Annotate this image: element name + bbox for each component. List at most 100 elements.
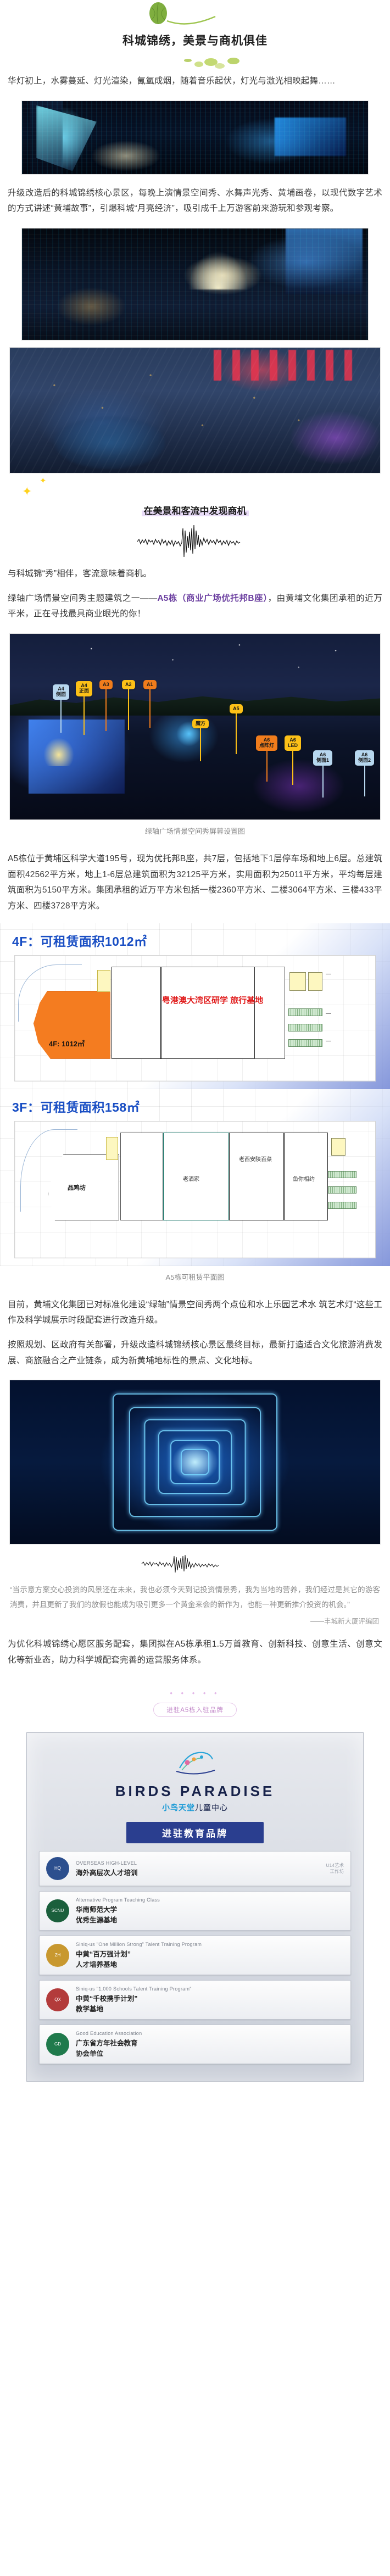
sparkle-icon-2: ✦ (40, 476, 47, 486)
brand-name-cn: 小鸟天堂儿童中心 (35, 1800, 355, 1813)
tunnel-ring-2 (129, 1407, 261, 1518)
screen-marker-label: A6 LED (288, 737, 298, 749)
screen-marker-label: 魔方 (196, 721, 206, 727)
screen-marker-label: A4 正面 (79, 683, 90, 694)
screen-marker-pin: A1 (143, 680, 157, 728)
plan-caption: A5栋可租赁平面图 (165, 1273, 225, 1281)
section3-paragraph-2: 按照规划、区政府有关部署，升级改造科城锦绣核心景区最终目标，最新打造适合文化旅游… (8, 1340, 382, 1365)
building-info-paragraph: A5栋位于黄埔区科学大道195号，现为优托邦B座，共7层，包括地下1层停车场和地… (8, 854, 382, 911)
section2-heading: 在美景和客流中发现商机 (0, 503, 390, 517)
tunnel-ring-3 (144, 1419, 246, 1506)
rentable-area-4f-label: 4F: 1012㎡ (49, 1039, 85, 1048)
room-block-yuni (284, 1132, 328, 1220)
room-label-3: 鱼你相约 (293, 1176, 315, 1183)
stairs-2 (288, 1023, 322, 1031)
brand-plate-logo-icon: GD (46, 2033, 69, 2056)
elevator-core-1 (106, 1136, 118, 1160)
screen-marker-label: A2 (125, 682, 132, 688)
floorplan-3f-block: 3F：可租赁面积158㎡ 品鸡坊 老酒家 老西安陕百菜 鱼你相约 (0, 1089, 390, 1266)
brand-pill: 进驻A5栋入驻品牌 (153, 1703, 237, 1718)
stairs-1 (328, 1170, 356, 1178)
brand-plate-logo-icon: ZH (46, 1944, 69, 1967)
screen-marker-label: A4 侧面 (56, 686, 66, 698)
brand-plate-title: 华南师范大学 优秀生源基地 (76, 1906, 118, 1925)
screen-marker-label: A5 (233, 706, 239, 712)
brand-plate-subtitle: Alternative Program Teaching Class (76, 1897, 160, 1903)
marker-stem (266, 750, 268, 782)
tunnel-ring-4 (158, 1430, 232, 1495)
bird-nest-icon (176, 1752, 215, 1775)
s2-p2-after: ，由黄埔文化集团承租的近万平米，正在寻找最具商业眼光的你！ (8, 593, 382, 619)
screen-marker-pin: A6 侧面2 (355, 750, 375, 796)
floorplan-3f-canvas: 品鸡坊 老酒家 老西安陕百菜 鱼你相约 (14, 1120, 376, 1258)
marker-stem (292, 750, 293, 785)
section3-paragraph-1: 目前，黄埔文化集团已对标准化建设“绿轴”情景空间秀两个点位和水上乐园艺术水­ 筑… (8, 1300, 382, 1325)
section2-paragraph-1: 与科城锦“秀”相伴，客流意味着商机。 (8, 569, 152, 579)
stairs-1 (288, 1008, 322, 1016)
brand-plate-subtitle: Good Education Association (76, 2031, 142, 2037)
lotus-light-shape (43, 738, 74, 767)
sparkle-icon-1: ✦ (22, 484, 32, 499)
brand-plate-title: 中黄“千校携手计划” 教学基地 (76, 1995, 138, 2014)
brand-name-cn-suffix: 儿童中心 (195, 1803, 228, 1813)
screen-marker-label: A1 (147, 682, 153, 688)
room-pinjifang-label: 品鸡坊 (68, 1184, 86, 1191)
brand-plate-text: Alternative Program Teaching Class 华南师范大学… (76, 1897, 344, 1925)
elevator-core-2 (289, 972, 306, 991)
screen-marker-pin: A6 点阵灯 (256, 735, 278, 782)
section2-heading-text: 在美景和客流中发现商机 (141, 506, 249, 517)
floorplan-4f-canvas: 4F: 1012㎡ 粤港澳大湾区研学 旅行基地 — — — (14, 955, 376, 1081)
leaf-decoration-bottom (0, 48, 390, 74)
leaf-decoration-top (0, 0, 390, 32)
led-facade (275, 117, 346, 156)
stairs-3 (328, 1201, 356, 1209)
brand-name-cn-prefix: 小鸟天堂 (162, 1803, 195, 1813)
audio-waveform-small-icon (141, 1555, 219, 1573)
elevator-core-2 (331, 1138, 346, 1156)
section2-paragraph-2: 绿轴广场情景空间秀主题建筑之一——A5栋（商业广场优托邦B座），由黄埔文化集团承… (0, 591, 390, 622)
lake-shape (54, 416, 166, 470)
floorplan-4f-block: 4F：可租赁面积1012㎡ 4F: 1012㎡ 粤港澳大湾区研学 旅行基地 — … (0, 923, 390, 1089)
screen-marker-pin: A6 侧面1 (313, 750, 333, 798)
sparkle-decoration: ✦ ✦ (0, 473, 390, 503)
screen-marker-label: A6 侧面1 (316, 752, 330, 763)
brand-plate-logo-icon: HQ (46, 1857, 69, 1881)
marker-stem (364, 765, 365, 796)
elevator-core-3 (308, 972, 322, 991)
leaf-dots-icon (184, 58, 239, 69)
floorplan-4f-title: 4F：可租赁面积1012㎡ (12, 934, 147, 949)
room-block-laojiujia (163, 1132, 229, 1220)
dim-label-3: — (326, 1038, 331, 1044)
screen-marker-label: A6 侧面2 (358, 752, 371, 763)
intro-paragraph-1: 华灯初上，水雾蔓延、灯光渲染，氤氲成烟，随着音乐起伏，灯光与激光相映起舞…… (8, 76, 336, 86)
tower-shape (30, 101, 63, 174)
article-page: 科城锦绣，美景与商机俱佳 华灯初上，水雾蔓延、灯光渲染，氤氲成烟，随着音乐起伏，… (0, 0, 390, 2082)
tunnel-ring-6 (181, 1449, 209, 1476)
closing-paragraph: 为优化科城锦绣心愿区服务配套，集团拟在A5栋承租1.5万首教育、创新科技、创意生… (8, 1640, 382, 1665)
s2-p2-before: 绿轴广场情景空间秀主题建筑之一—— (8, 593, 158, 603)
screen-marker-pin: A4 正面 (76, 681, 93, 735)
room-block-c (254, 966, 285, 1059)
brand-plate: SCNU Alternative Program Teaching Class 华南… (39, 1891, 351, 1931)
brand-plate-subtitle: Siniq-us "1,000 Schools Talent Training … (76, 1986, 192, 1992)
audio-waveform-icon (137, 525, 241, 557)
brand-plate-subtitle: OVERSEAS HIGH-LEVEL (76, 1860, 137, 1866)
birds-paradise-logo (35, 1742, 355, 1783)
signboard-banner: 进驻教育品牌 (126, 1822, 264, 1844)
marker-stem (149, 689, 151, 728)
marker-stem (83, 696, 85, 735)
dot-divider: • • • • • (170, 1689, 220, 1698)
brand-plate-text: Siniq-us "1,000 Schools Talent Training … (76, 1986, 344, 2014)
room-block-a (112, 966, 161, 1059)
led-building (286, 228, 363, 295)
brand-plate-logo-icon: SCNU (46, 1899, 69, 1923)
marker-stem (60, 699, 62, 733)
tunnel-ring-1 (113, 1393, 277, 1531)
